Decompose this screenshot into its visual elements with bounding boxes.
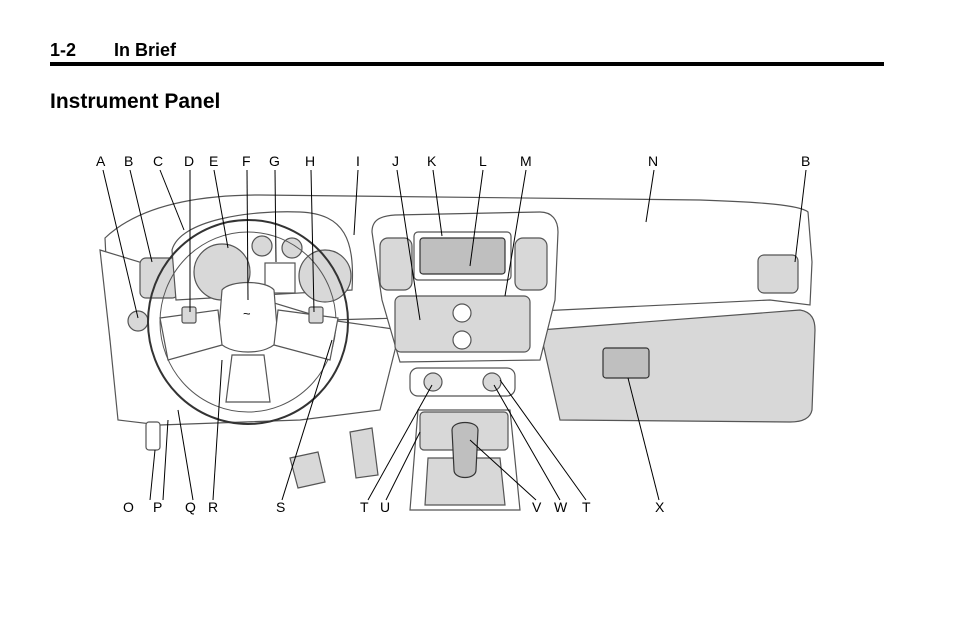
- steering-wheel-rim: [147, 219, 349, 425]
- climate-knob-left: [423, 372, 443, 392]
- radio-knob-lower: [452, 330, 472, 350]
- callout-f: F: [242, 153, 251, 169]
- callout-o: O: [123, 499, 134, 515]
- callout-r: R: [208, 499, 218, 515]
- chapter-title: In Brief: [114, 40, 177, 60]
- gear-shift-knob: [451, 421, 479, 479]
- radio-knob-upper: [452, 303, 472, 323]
- callout-n: N: [648, 153, 658, 169]
- callout-b: B: [124, 153, 133, 169]
- callout-p: P: [153, 499, 162, 515]
- callout-h: H: [305, 153, 315, 169]
- glove-box-handle: [602, 347, 650, 379]
- right-outer-vent: [757, 254, 799, 294]
- page-header: 1-2 In Brief: [50, 38, 884, 64]
- header-rule: [50, 62, 884, 66]
- callout-t-right: T: [582, 499, 591, 515]
- callout-w: W: [554, 499, 568, 515]
- display-bezel: [413, 231, 512, 281]
- callout-k: K: [427, 153, 437, 169]
- horn-symbol: ~: [243, 306, 251, 321]
- callout-s: S: [276, 499, 285, 515]
- callout-e: E: [209, 153, 218, 169]
- radio-controls: [394, 295, 531, 353]
- glove-box: [539, 309, 816, 423]
- callout-u: U: [380, 499, 390, 515]
- leader-lines: [102, 169, 807, 501]
- accelerator-pedal: [349, 427, 379, 479]
- steering-wheel-spoke-left: [159, 309, 223, 361]
- climate-knob-right: [482, 372, 502, 392]
- left-outer-vent: [139, 257, 179, 299]
- callout-x: X: [655, 499, 665, 515]
- steering-wheel-spoke-bottom: [225, 354, 271, 403]
- callout-c: C: [153, 153, 163, 169]
- callout-v: V: [532, 499, 542, 515]
- callout-q: Q: [185, 499, 196, 515]
- steering-controls-right: [308, 306, 324, 324]
- small-gauge-left: [251, 235, 273, 257]
- steering-controls-left: [181, 306, 197, 324]
- page-number: 1-2: [50, 40, 77, 60]
- callout-a: A: [96, 153, 106, 169]
- small-gauge-right: [281, 237, 303, 259]
- hood-release: [145, 421, 161, 451]
- section-title: Instrument Panel: [50, 90, 221, 113]
- brake-pedal: [289, 451, 326, 489]
- callout-d: D: [184, 153, 194, 169]
- callout-m: M: [520, 153, 532, 169]
- headlamp-knob: [127, 310, 149, 332]
- center-left-vent: [379, 237, 413, 291]
- callout-b-right: B: [801, 153, 810, 169]
- callout-g: G: [269, 153, 280, 169]
- callout-j: J: [392, 153, 399, 169]
- callout-i: I: [356, 153, 360, 169]
- callout-l: L: [479, 153, 487, 169]
- center-right-vent: [514, 237, 548, 291]
- display-screen: [419, 237, 506, 275]
- callout-t: T: [360, 499, 369, 515]
- tachometer: [298, 249, 352, 303]
